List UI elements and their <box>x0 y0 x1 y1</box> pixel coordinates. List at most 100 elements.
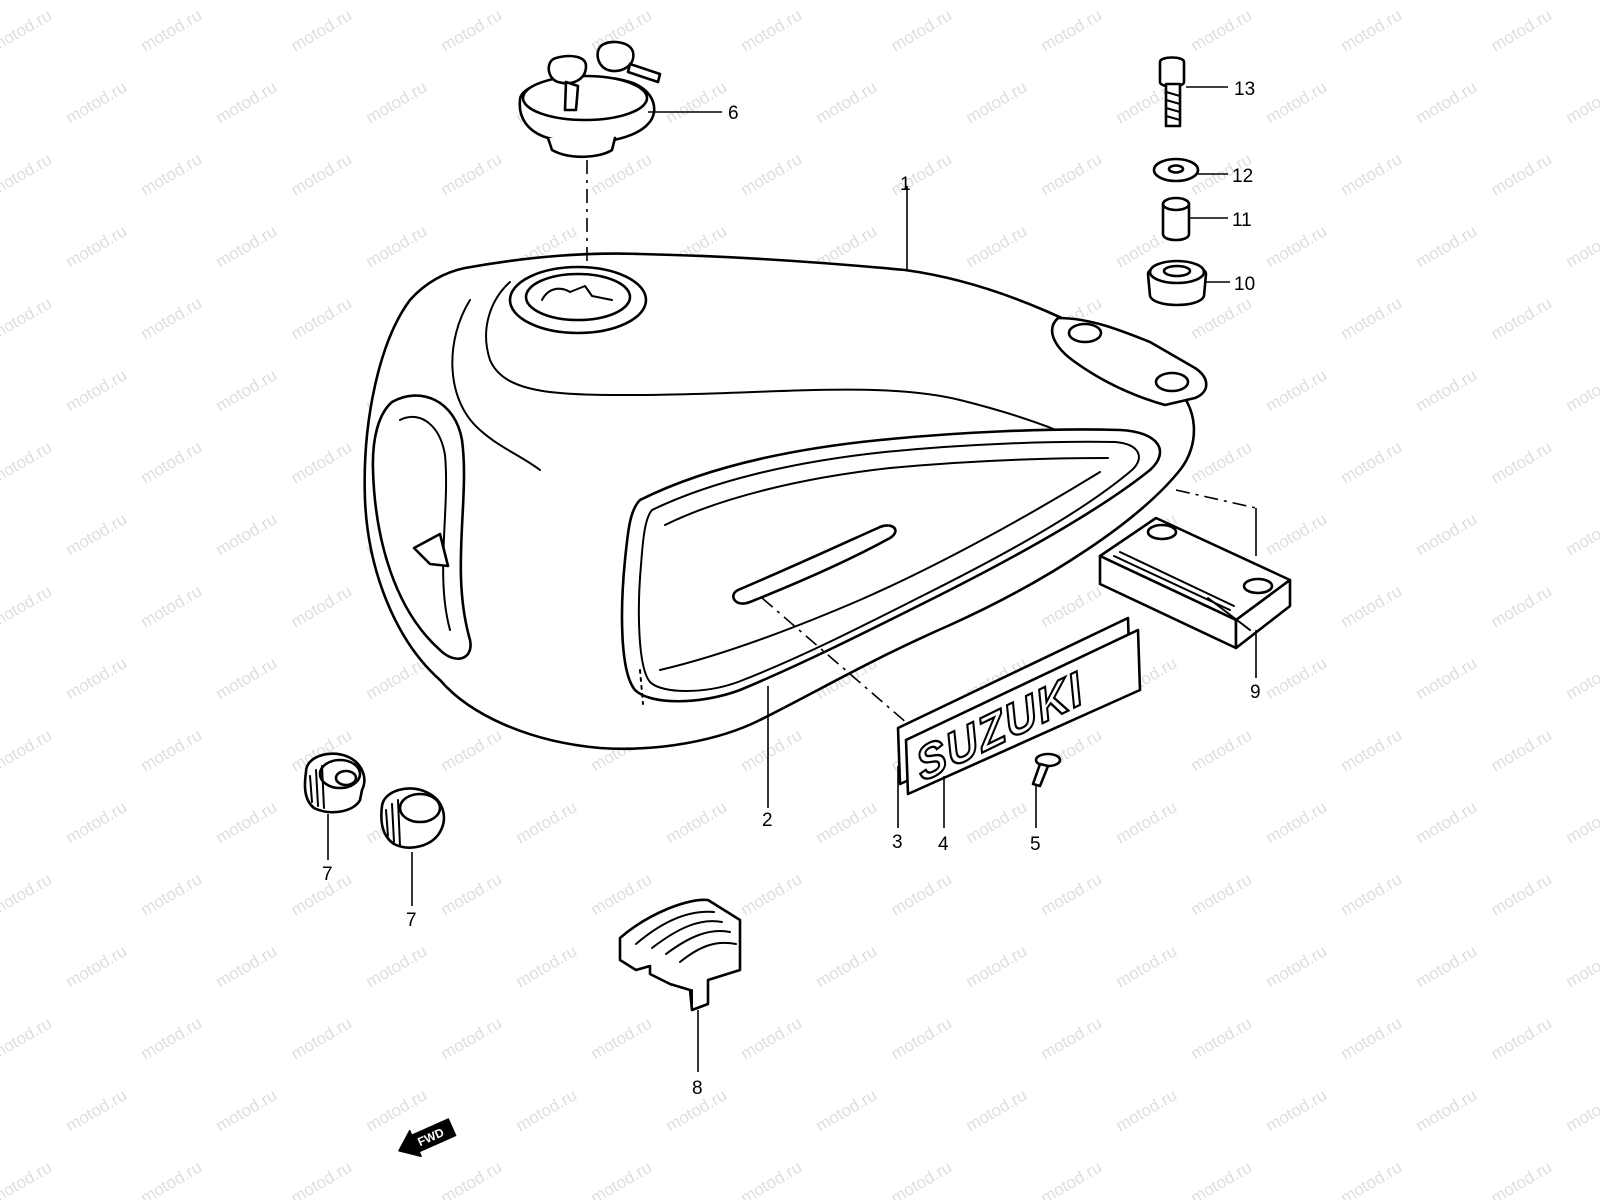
watermark-text: motod.ru <box>213 941 281 991</box>
watermark-text: motod.ru <box>0 149 55 199</box>
watermark-text: motod.ru <box>1413 941 1481 991</box>
washer <box>1152 157 1200 183</box>
watermark-text: motod.ru <box>738 869 806 919</box>
watermark-text: motod.ru <box>888 1157 956 1200</box>
watermark-text: motod.ru <box>1563 797 1600 847</box>
watermark-text: motod.ru <box>63 77 131 127</box>
watermark-text: motod.ru <box>138 581 206 631</box>
assembly-centerlines <box>586 160 1257 725</box>
watermark-text: motod.ru <box>888 869 956 919</box>
watermark-text: motod.ru <box>288 1157 356 1200</box>
watermark-text: motod.ru <box>0 1013 55 1063</box>
callout-7a: 7 <box>322 864 333 885</box>
watermark-text: motod.ru <box>213 653 281 703</box>
watermark-text: motod.ru <box>588 149 656 199</box>
callout-11: 11 <box>1232 210 1252 231</box>
watermark-text: motod.ru <box>1113 941 1181 991</box>
watermark-text: motod.ru <box>1563 941 1600 991</box>
watermark-text: motod.ru <box>738 5 806 55</box>
watermark-text: motod.ru <box>138 869 206 919</box>
tank-rear-cushion <box>1098 516 1292 650</box>
tank-emblem: SUZUKI <box>896 616 1142 796</box>
watermark-text: motod.ru <box>288 5 356 55</box>
watermark-text: motod.ru <box>1113 1085 1181 1135</box>
watermark-text: motod.ru <box>1338 293 1406 343</box>
watermark-text: motod.ru <box>1188 869 1256 919</box>
watermark-text: motod.ru <box>138 293 206 343</box>
front-rubber-clip <box>618 898 742 1012</box>
watermark-text: motod.ru <box>138 5 206 55</box>
callout-2: 2 <box>762 810 773 831</box>
watermark-text: motod.ru <box>288 293 356 343</box>
leader-lines <box>327 86 1257 1072</box>
watermark-text: motod.ru <box>588 869 656 919</box>
watermark-text: motod.ru <box>963 797 1031 847</box>
watermark-text: motod.ru <box>813 797 881 847</box>
watermark-text: motod.ru <box>738 149 806 199</box>
watermark-text: motod.ru <box>963 221 1031 271</box>
watermark-text: motod.ru <box>1038 149 1106 199</box>
watermark-text: motod.ru <box>438 149 506 199</box>
fuel-cap <box>518 40 662 159</box>
callout-13: 13 <box>1234 79 1255 100</box>
watermark-text: motod.ru <box>63 365 131 415</box>
watermark-text: motod.ru <box>1338 869 1406 919</box>
watermark-text: motod.ru <box>63 1085 131 1135</box>
watermark-text: motod.ru <box>1488 725 1556 775</box>
forward-direction-badge: FWD <box>398 1118 457 1158</box>
watermark-text: motod.ru <box>1488 1157 1556 1200</box>
spacer-collar <box>1161 196 1191 242</box>
watermark-text: motod.ru <box>213 797 281 847</box>
watermark-text: motod.ru <box>1263 77 1331 127</box>
watermark-text: motod.ru <box>63 653 131 703</box>
watermark-text: motod.ru <box>1563 509 1600 559</box>
watermark-text: motod.ru <box>1488 1013 1556 1063</box>
watermark-text: motod.ru <box>1413 77 1481 127</box>
watermark-text: motod.ru <box>1488 293 1556 343</box>
watermark-text: motod.ru <box>0 5 55 55</box>
watermark-text: motod.ru <box>1263 653 1331 703</box>
watermark-text: motod.ru <box>438 1157 506 1200</box>
callout-12: 12 <box>1232 166 1253 187</box>
watermark-text: motod.ru <box>0 1157 55 1200</box>
callout-3: 3 <box>892 832 903 853</box>
watermark-text: motod.ru <box>0 581 55 631</box>
watermark-text: motod.ru <box>363 1085 431 1135</box>
watermark-text: motod.ru <box>363 77 431 127</box>
watermark-text: motod.ru <box>213 365 281 415</box>
callout-4: 4 <box>938 834 949 855</box>
watermark-text: motod.ru <box>1188 725 1256 775</box>
watermark-text: motod.ru <box>438 725 506 775</box>
watermark-text: motod.ru <box>513 797 581 847</box>
watermark-text: motod.ru <box>888 5 956 55</box>
watermark-text: motod.ru <box>1263 221 1331 271</box>
watermark-text: motod.ru <box>1188 1013 1256 1063</box>
watermark-text: motod.ru <box>1563 77 1600 127</box>
watermark-text: motod.ru <box>288 437 356 487</box>
watermark-text: motod.ru <box>1263 941 1331 991</box>
watermark-text: motod.ru <box>63 221 131 271</box>
watermark-text: motod.ru <box>513 941 581 991</box>
callout-9: 9 <box>1250 682 1261 703</box>
watermark-text: motod.ru <box>888 149 956 199</box>
watermark-text: motod.ru <box>0 293 55 343</box>
watermark-text: motod.ru <box>1338 581 1406 631</box>
callout-10: 10 <box>1234 274 1255 295</box>
watermark-text: motod.ru <box>1263 1085 1331 1135</box>
watermark-text: motod.ru <box>213 77 281 127</box>
watermark-text: motod.ru <box>588 1157 656 1200</box>
watermark-text: motod.ru <box>513 1085 581 1135</box>
watermark-text: motod.ru <box>1338 725 1406 775</box>
watermark-text: motod.ru <box>963 941 1031 991</box>
bolt <box>1158 56 1186 128</box>
watermark-text: motod.ru <box>1263 509 1331 559</box>
watermark-text: motod.ru <box>1563 653 1600 703</box>
watermark-text: motod.ru <box>1488 437 1556 487</box>
watermark-text: motod.ru <box>438 5 506 55</box>
callout-6: 6 <box>728 103 739 124</box>
watermark-text: motod.ru <box>963 1085 1031 1135</box>
watermark-text: motod.ru <box>888 1013 956 1063</box>
watermark-text: motod.ru <box>288 581 356 631</box>
watermark-text: motod.ru <box>1188 437 1256 487</box>
